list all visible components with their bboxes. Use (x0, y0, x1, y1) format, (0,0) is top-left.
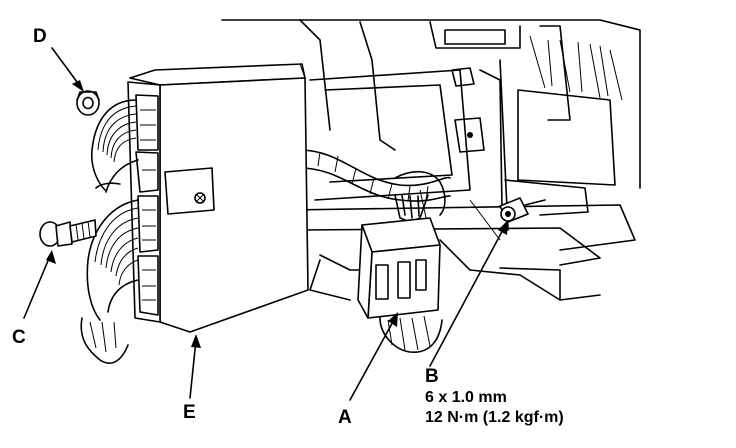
callout-b: B (425, 366, 439, 387)
ecu-wire-bundles (80, 99, 139, 364)
nut-d (76, 90, 100, 116)
bolt-b (499, 197, 546, 223)
leader-lines (23, 47, 508, 401)
wire-harness (299, 149, 451, 216)
callout-labels: D C E A B 6 x 1.0 mm 12 N·m (1.2 kgf·m) (12, 26, 564, 428)
vehicle-body-background (221, 19, 641, 301)
callout-d: D (33, 26, 47, 47)
bolt-c (39, 219, 97, 247)
control-module-e (127, 63, 309, 333)
callout-e: E (183, 402, 196, 423)
callout-a: A (338, 407, 352, 428)
bolt-size-spec: 6 x 1.0 mm (425, 389, 507, 406)
callout-c: C (12, 327, 26, 348)
connector-a (357, 194, 443, 353)
torque-spec: 12 N·m (1.2 kgf·m) (425, 409, 564, 426)
